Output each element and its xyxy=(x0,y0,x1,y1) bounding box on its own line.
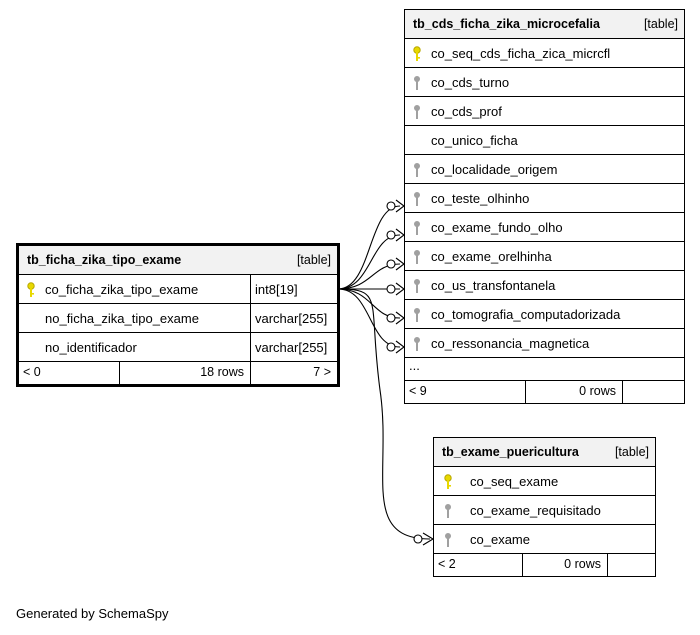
column-name: co_ficha_zika_tipo_exame xyxy=(45,282,199,297)
column-row[interactable]: co_exame_fundo_olho xyxy=(405,213,684,242)
column-name: co_exame_orelhinha xyxy=(431,249,552,264)
column-name: co_exame_requisitado xyxy=(470,503,601,518)
parents-count[interactable]: < 2 xyxy=(438,557,456,571)
table-name[interactable]: tb_exame_puericultura xyxy=(442,445,579,459)
column-type: int8[19] xyxy=(250,275,298,303)
column-name: no_identificador xyxy=(45,340,137,355)
row-count: 0 rows xyxy=(525,381,622,403)
column-name: co_ressonancia_magnetica xyxy=(431,336,590,351)
column-name: no_ficha_zika_tipo_exame xyxy=(45,311,199,326)
generated-by-label: Generated by SchemaSpy xyxy=(16,606,169,621)
foreign-key-icon xyxy=(414,279,420,293)
column-name: co_cds_turno xyxy=(431,75,510,90)
column-row[interactable]: co_ficha_zika_tipo_exame int8[19] xyxy=(19,275,337,304)
column-name: co_us_transfontanela xyxy=(431,278,556,293)
column-row[interactable]: co_seq_cds_ficha_zica_micrcfl xyxy=(405,39,684,68)
column-type: varchar[255] xyxy=(250,304,327,332)
table-footer: < 0 18 rows 7 > xyxy=(19,362,337,384)
foreign-key-icon xyxy=(445,533,451,547)
column-row[interactable]: co_unico_ficha xyxy=(405,126,684,155)
table-name[interactable]: tb_ficha_zika_tipo_exame xyxy=(27,253,182,267)
foreign-key-icon xyxy=(414,221,420,235)
column-name: co_seq_cds_ficha_zica_micrcfl xyxy=(431,46,611,61)
table-header: tb_ficha_zika_tipo_exame [table] xyxy=(19,246,337,275)
foreign-key-icon xyxy=(414,250,420,264)
column-name: co_exame_fundo_olho xyxy=(431,220,563,235)
column-row[interactable]: co_localidade_origem xyxy=(405,155,684,184)
column-name: co_tomografia_computadorizada xyxy=(431,307,621,322)
column-row[interactable]: co_tomografia_computadorizada xyxy=(405,300,684,329)
row-count: 18 rows xyxy=(119,362,250,384)
foreign-key-icon xyxy=(414,308,420,322)
table-header: tb_exame_puericultura [table] xyxy=(434,438,655,467)
column-row[interactable]: co_ressonancia_magnetica xyxy=(405,329,684,358)
primary-key-icon xyxy=(27,282,35,297)
column-type: varchar[255] xyxy=(250,333,327,361)
row-count: 0 rows xyxy=(522,554,607,576)
foreign-key-icon xyxy=(414,192,420,206)
foreign-key-icon xyxy=(414,163,420,177)
column-name: co_cds_prof xyxy=(431,104,502,119)
column-row[interactable]: co_us_transfontanela xyxy=(405,271,684,300)
foreign-key-icon xyxy=(414,105,420,119)
children-count[interactable]: 7 > xyxy=(250,362,337,384)
table-footer: < 2 0 rows xyxy=(434,554,655,576)
table-tag: [table] xyxy=(296,253,331,267)
column-row[interactable]: co_cds_prof xyxy=(405,97,684,126)
foreign-key-icon xyxy=(445,504,451,518)
primary-key-icon xyxy=(444,474,452,489)
table-tag: [table] xyxy=(614,445,649,459)
parents-count[interactable]: < 9 xyxy=(409,384,427,398)
column-row[interactable]: co_exame_orelhinha xyxy=(405,242,684,271)
children-count[interactable] xyxy=(607,554,655,576)
column-row[interactable]: no_ficha_zika_tipo_exame varchar[255] xyxy=(19,304,337,333)
table-tb-ficha-zika-tipo-exame[interactable]: tb_ficha_zika_tipo_exame [table] co_fich… xyxy=(16,243,340,387)
column-row[interactable]: co_seq_exame xyxy=(434,467,655,496)
column-name: co_unico_ficha xyxy=(431,133,518,148)
primary-key-icon xyxy=(413,46,421,61)
parents-count[interactable]: < 0 xyxy=(23,365,41,379)
children-count[interactable] xyxy=(622,381,684,403)
column-row[interactable]: co_exame_requisitado xyxy=(434,496,655,525)
column-name: co_exame xyxy=(470,532,530,547)
ellipsis-text: ... xyxy=(409,358,420,373)
foreign-key-icon xyxy=(414,76,420,90)
table-footer: < 9 0 rows xyxy=(405,381,684,403)
more-columns-ellipsis: ... xyxy=(405,358,684,381)
table-tb-exame-puericultura[interactable]: tb_exame_puericultura [table] co_seq_exa… xyxy=(433,437,656,577)
column-row[interactable]: co_exame xyxy=(434,525,655,554)
column-row[interactable]: no_identificador varchar[255] xyxy=(19,333,337,362)
column-name: co_localidade_origem xyxy=(431,162,558,177)
column-row[interactable]: co_teste_olhinho xyxy=(405,184,684,213)
foreign-key-icon xyxy=(414,337,420,351)
table-name[interactable]: tb_cds_ficha_zika_microcefalia xyxy=(413,17,600,31)
column-name: co_teste_olhinho xyxy=(431,191,530,206)
table-header: tb_cds_ficha_zika_microcefalia [table] xyxy=(405,10,684,39)
table-tag: [table] xyxy=(643,17,678,31)
column-name: co_seq_exame xyxy=(470,474,559,489)
table-tb-cds-ficha-zika-microcefalia[interactable]: tb_cds_ficha_zika_microcefalia [table] c… xyxy=(404,9,685,404)
column-row[interactable]: co_cds_turno xyxy=(405,68,684,97)
